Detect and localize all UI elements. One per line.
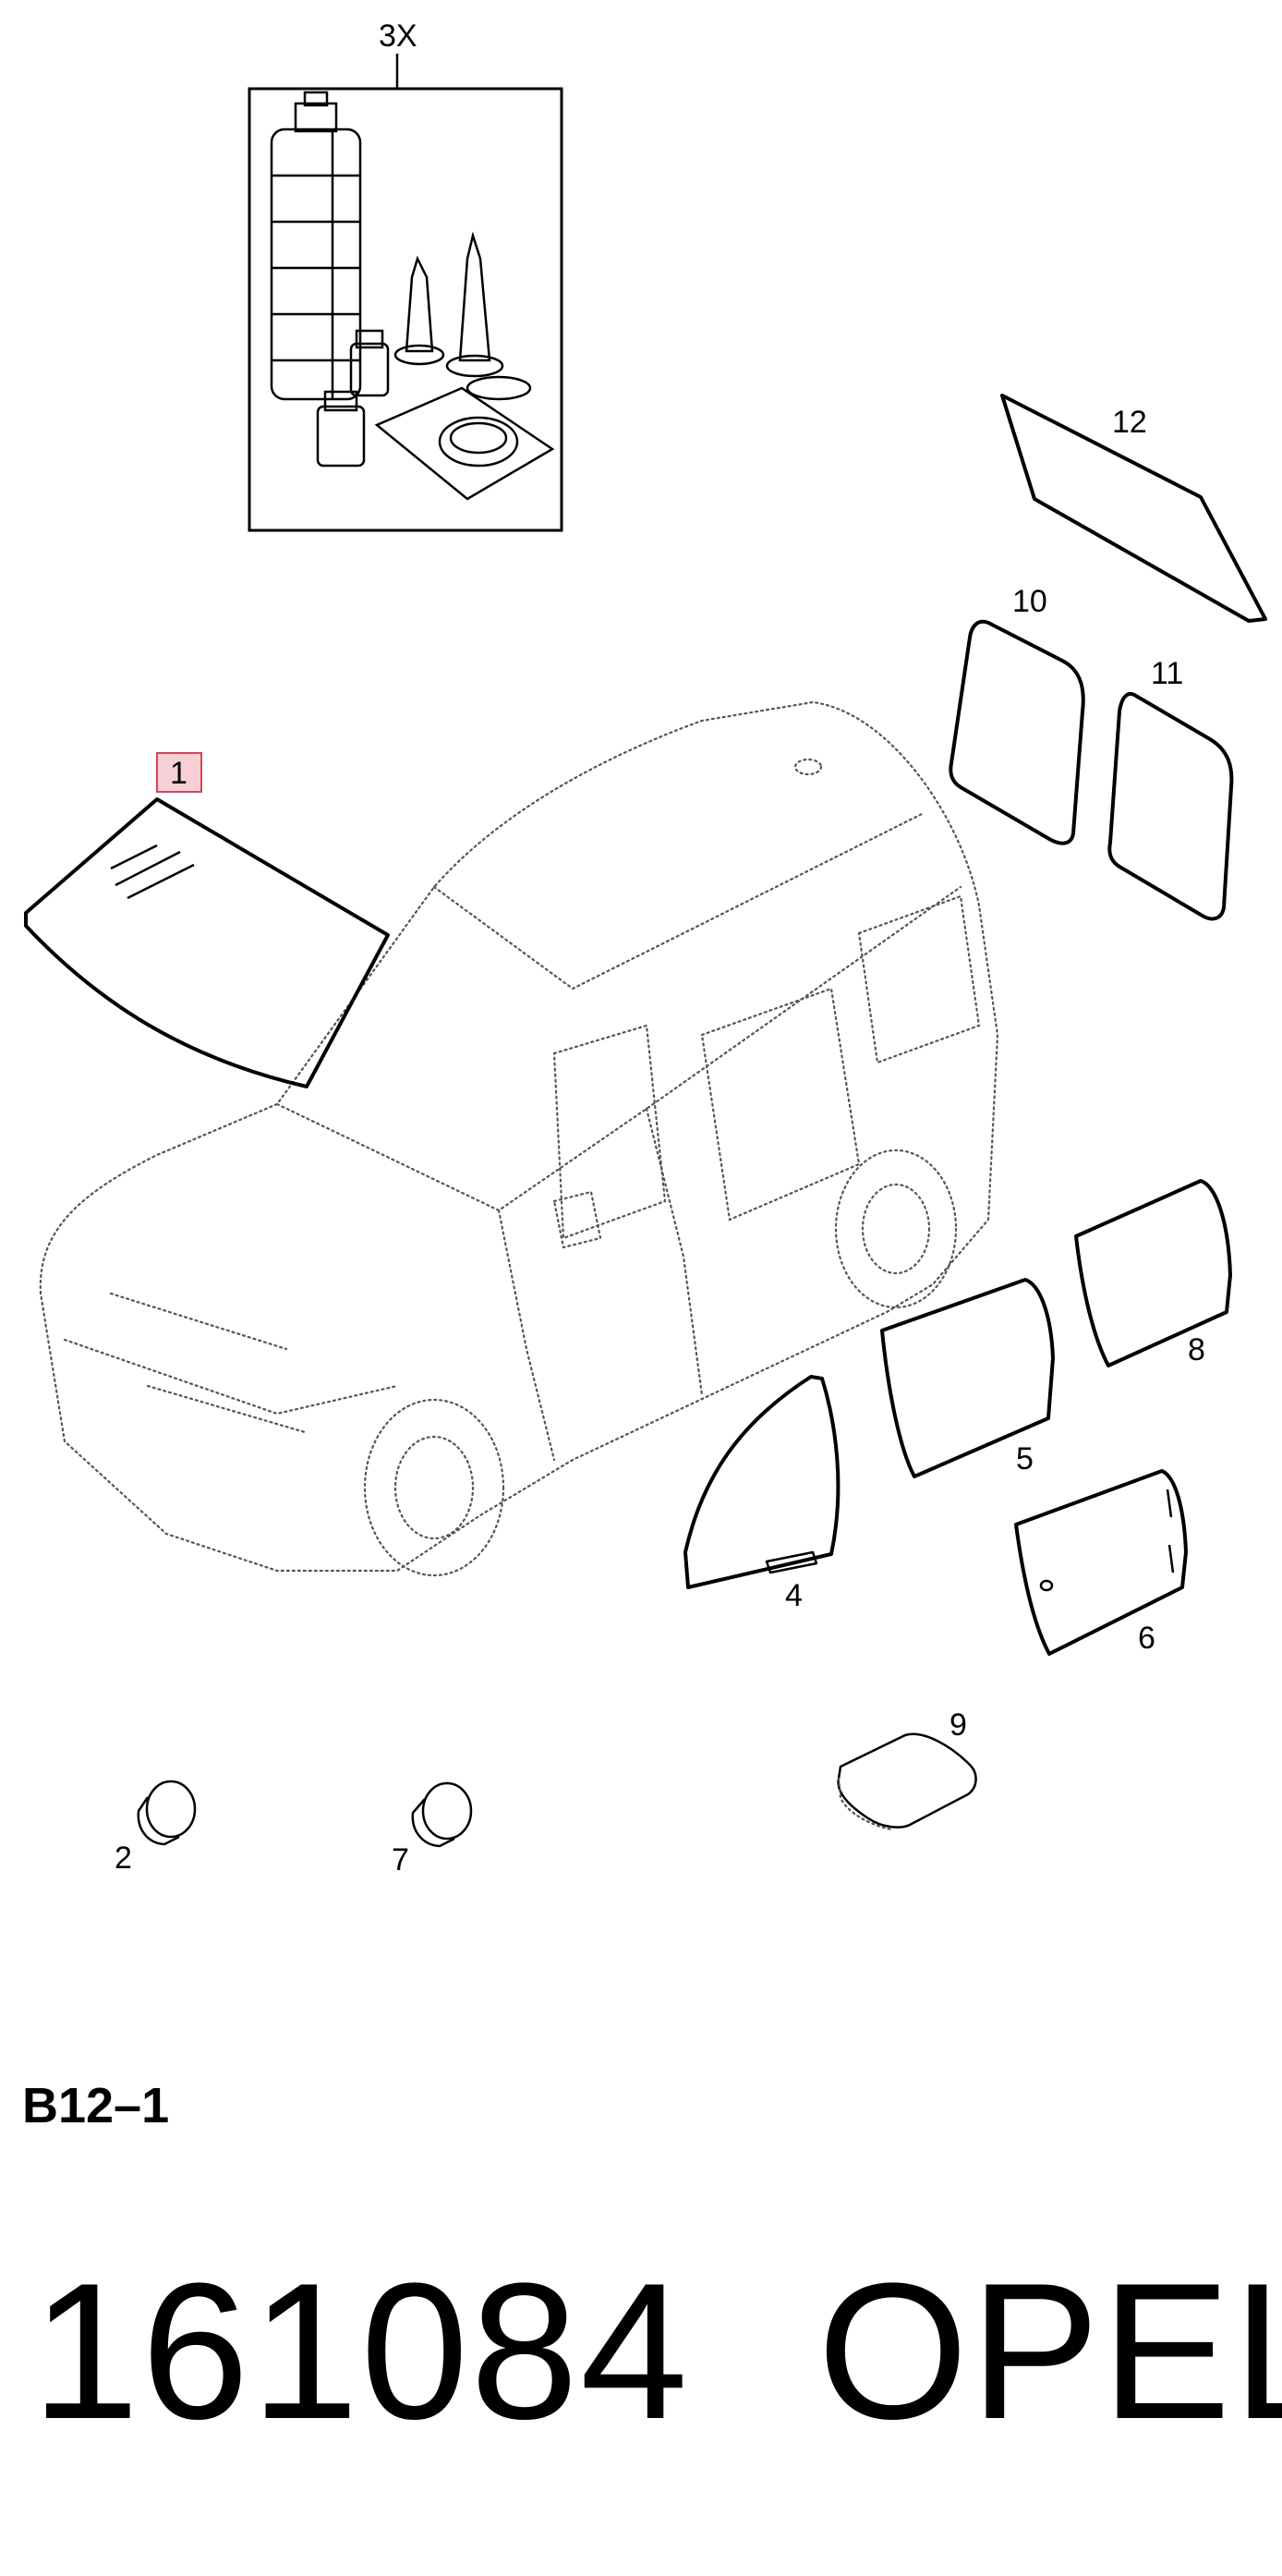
footer-part-number: 161084 — [31, 2242, 690, 2460]
nozzle-icon — [393, 231, 532, 401]
kit-box — [248, 87, 563, 532]
part-6-callout: 6 — [1138, 1621, 1155, 1656]
vehicle-outline — [39, 700, 999, 1577]
section-code: B12–1 — [22, 2078, 170, 2133]
part-8-callout: 8 — [1188, 1332, 1205, 1367]
part-9-pad[interactable]: 9 — [837, 1707, 977, 1831]
part-1-callout-highlight — [156, 752, 202, 793]
part-4-glass[interactable]: 4 — [683, 1375, 841, 1613]
primer-bottle-icon — [316, 329, 390, 468]
part-11-callout: 11 — [1151, 656, 1183, 691]
part-7-clip[interactable]: 7 — [392, 1781, 473, 1877]
part-7-callout: 7 — [392, 1842, 409, 1877]
part-12-glass[interactable]: 12 — [1000, 394, 1267, 623]
part-9-callout: 9 — [949, 1707, 967, 1743]
part-8-glass[interactable]: 8 — [1074, 1179, 1232, 1367]
adhesive-kit-group[interactable]: 3X — [248, 18, 563, 532]
part-4-callout: 4 — [785, 1578, 803, 1613]
part-1-windshield[interactable]: 1 — [24, 752, 390, 1088]
part-6-glass[interactable]: 6 — [1014, 1469, 1188, 1656]
part-1-callout: 1 — [170, 756, 187, 791]
part-2-clip[interactable]: 2 — [115, 1780, 197, 1876]
part-12-callout: 12 — [1112, 405, 1147, 440]
part-5-callout: 5 — [1016, 1441, 1034, 1476]
cartridge-icon — [270, 91, 362, 401]
part-10-callout: 10 — [1012, 584, 1047, 619]
pouch-icon — [374, 386, 555, 501]
part-10-glass[interactable]: 10 — [949, 584, 1085, 845]
kit-quantity-label: 3X — [379, 18, 417, 54]
part-11-glass[interactable]: 11 — [1107, 656, 1234, 921]
footer-brand: OPEL — [817, 2242, 1282, 2460]
part-2-callout: 2 — [115, 1841, 132, 1876]
part-5-glass[interactable]: 5 — [880, 1278, 1055, 1478]
